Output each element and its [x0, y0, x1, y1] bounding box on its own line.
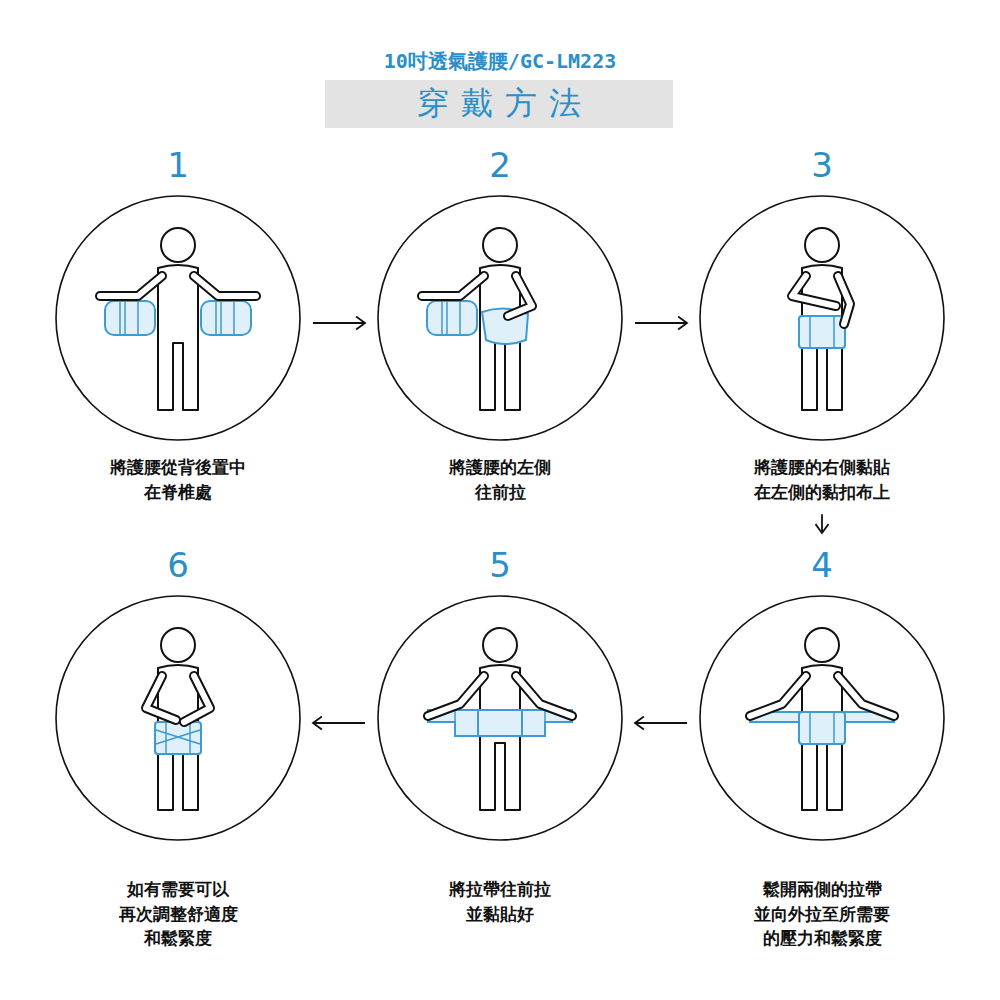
step-arrow — [635, 717, 687, 730]
title: 10吋透氣護腰/GC-LM223 — [0, 48, 1000, 75]
circle-outline — [375, 193, 625, 443]
step-circle — [697, 193, 947, 443]
arrow-line — [635, 722, 687, 724]
figure-step-4 — [750, 628, 894, 810]
step-node: 4 鬆開兩側的拉帶 並向外拉至所需要 的壓力和鬆緊度 — [697, 543, 947, 951]
circle — [700, 596, 944, 840]
figure-step-3 — [792, 228, 850, 410]
heading-text: 穿戴方法 — [405, 82, 593, 126]
arrow-line — [635, 322, 687, 324]
step-number: 3 — [697, 143, 947, 187]
figure-step-2 — [422, 228, 532, 410]
circle-outline — [375, 593, 625, 843]
step-circle — [697, 593, 947, 843]
arrow-line — [313, 322, 365, 324]
step-node: 3 將護腰的右側黏貼 在左側的黏扣布上 — [697, 143, 947, 504]
step-caption: 將護腰的左側 往前拉 — [430, 455, 570, 504]
step-node: 5 將拉帶往前拉 並黏貼好 — [375, 543, 625, 926]
circle — [56, 196, 300, 440]
circle-outline — [53, 193, 303, 443]
arrow-head — [635, 717, 644, 730]
step-number: 6 — [53, 543, 303, 587]
step-circle — [53, 593, 303, 843]
arrow-head — [356, 317, 365, 330]
arrow-line — [821, 514, 823, 533]
step-caption: 將拉帶往前拉 並黏貼好 — [430, 877, 570, 926]
step-arrow — [313, 717, 365, 730]
step-arrow — [816, 514, 829, 533]
step-node: 1 將護腰從背後置中 在脊椎處 — [53, 143, 303, 504]
step-node: 2 將護腰的左側 往前拉 — [375, 143, 625, 504]
step-circle — [375, 193, 625, 443]
arrow-head — [678, 317, 687, 330]
step-caption: 將護腰從背後置中 在脊椎處 — [108, 455, 248, 504]
step-arrow — [313, 317, 365, 330]
step-number: 4 — [697, 543, 947, 587]
circle-outline — [697, 193, 947, 443]
circle-outline — [697, 593, 947, 843]
arrow-head — [816, 524, 829, 533]
step-node: 6 如有需要可以 再次調整舒適度 和鬆緊度 — [53, 543, 303, 951]
heading-band: 穿戴方法 — [325, 80, 673, 128]
figure-step-1 — [100, 228, 256, 410]
circle — [378, 596, 622, 840]
step-number: 5 — [375, 543, 625, 587]
circle — [700, 196, 944, 440]
figure-step-5 — [428, 628, 572, 810]
step-circle — [375, 593, 625, 843]
step-caption: 鬆開兩側的拉帶 並向外拉至所需要 的壓力和鬆緊度 — [752, 877, 892, 951]
figure-step-6 — [146, 628, 210, 810]
step-arrow — [635, 317, 687, 330]
circle — [378, 196, 622, 440]
step-circle — [53, 193, 303, 443]
circle — [56, 596, 300, 840]
arrow-line — [313, 722, 365, 724]
step-caption: 將護腰的右側黏貼 在左側的黏扣布上 — [752, 455, 892, 504]
step-number: 1 — [53, 143, 303, 187]
step-caption: 如有需要可以 再次調整舒適度 和鬆緊度 — [108, 877, 248, 951]
step-number: 2 — [375, 143, 625, 187]
circle-outline — [53, 593, 303, 843]
arrow-head — [313, 717, 322, 730]
